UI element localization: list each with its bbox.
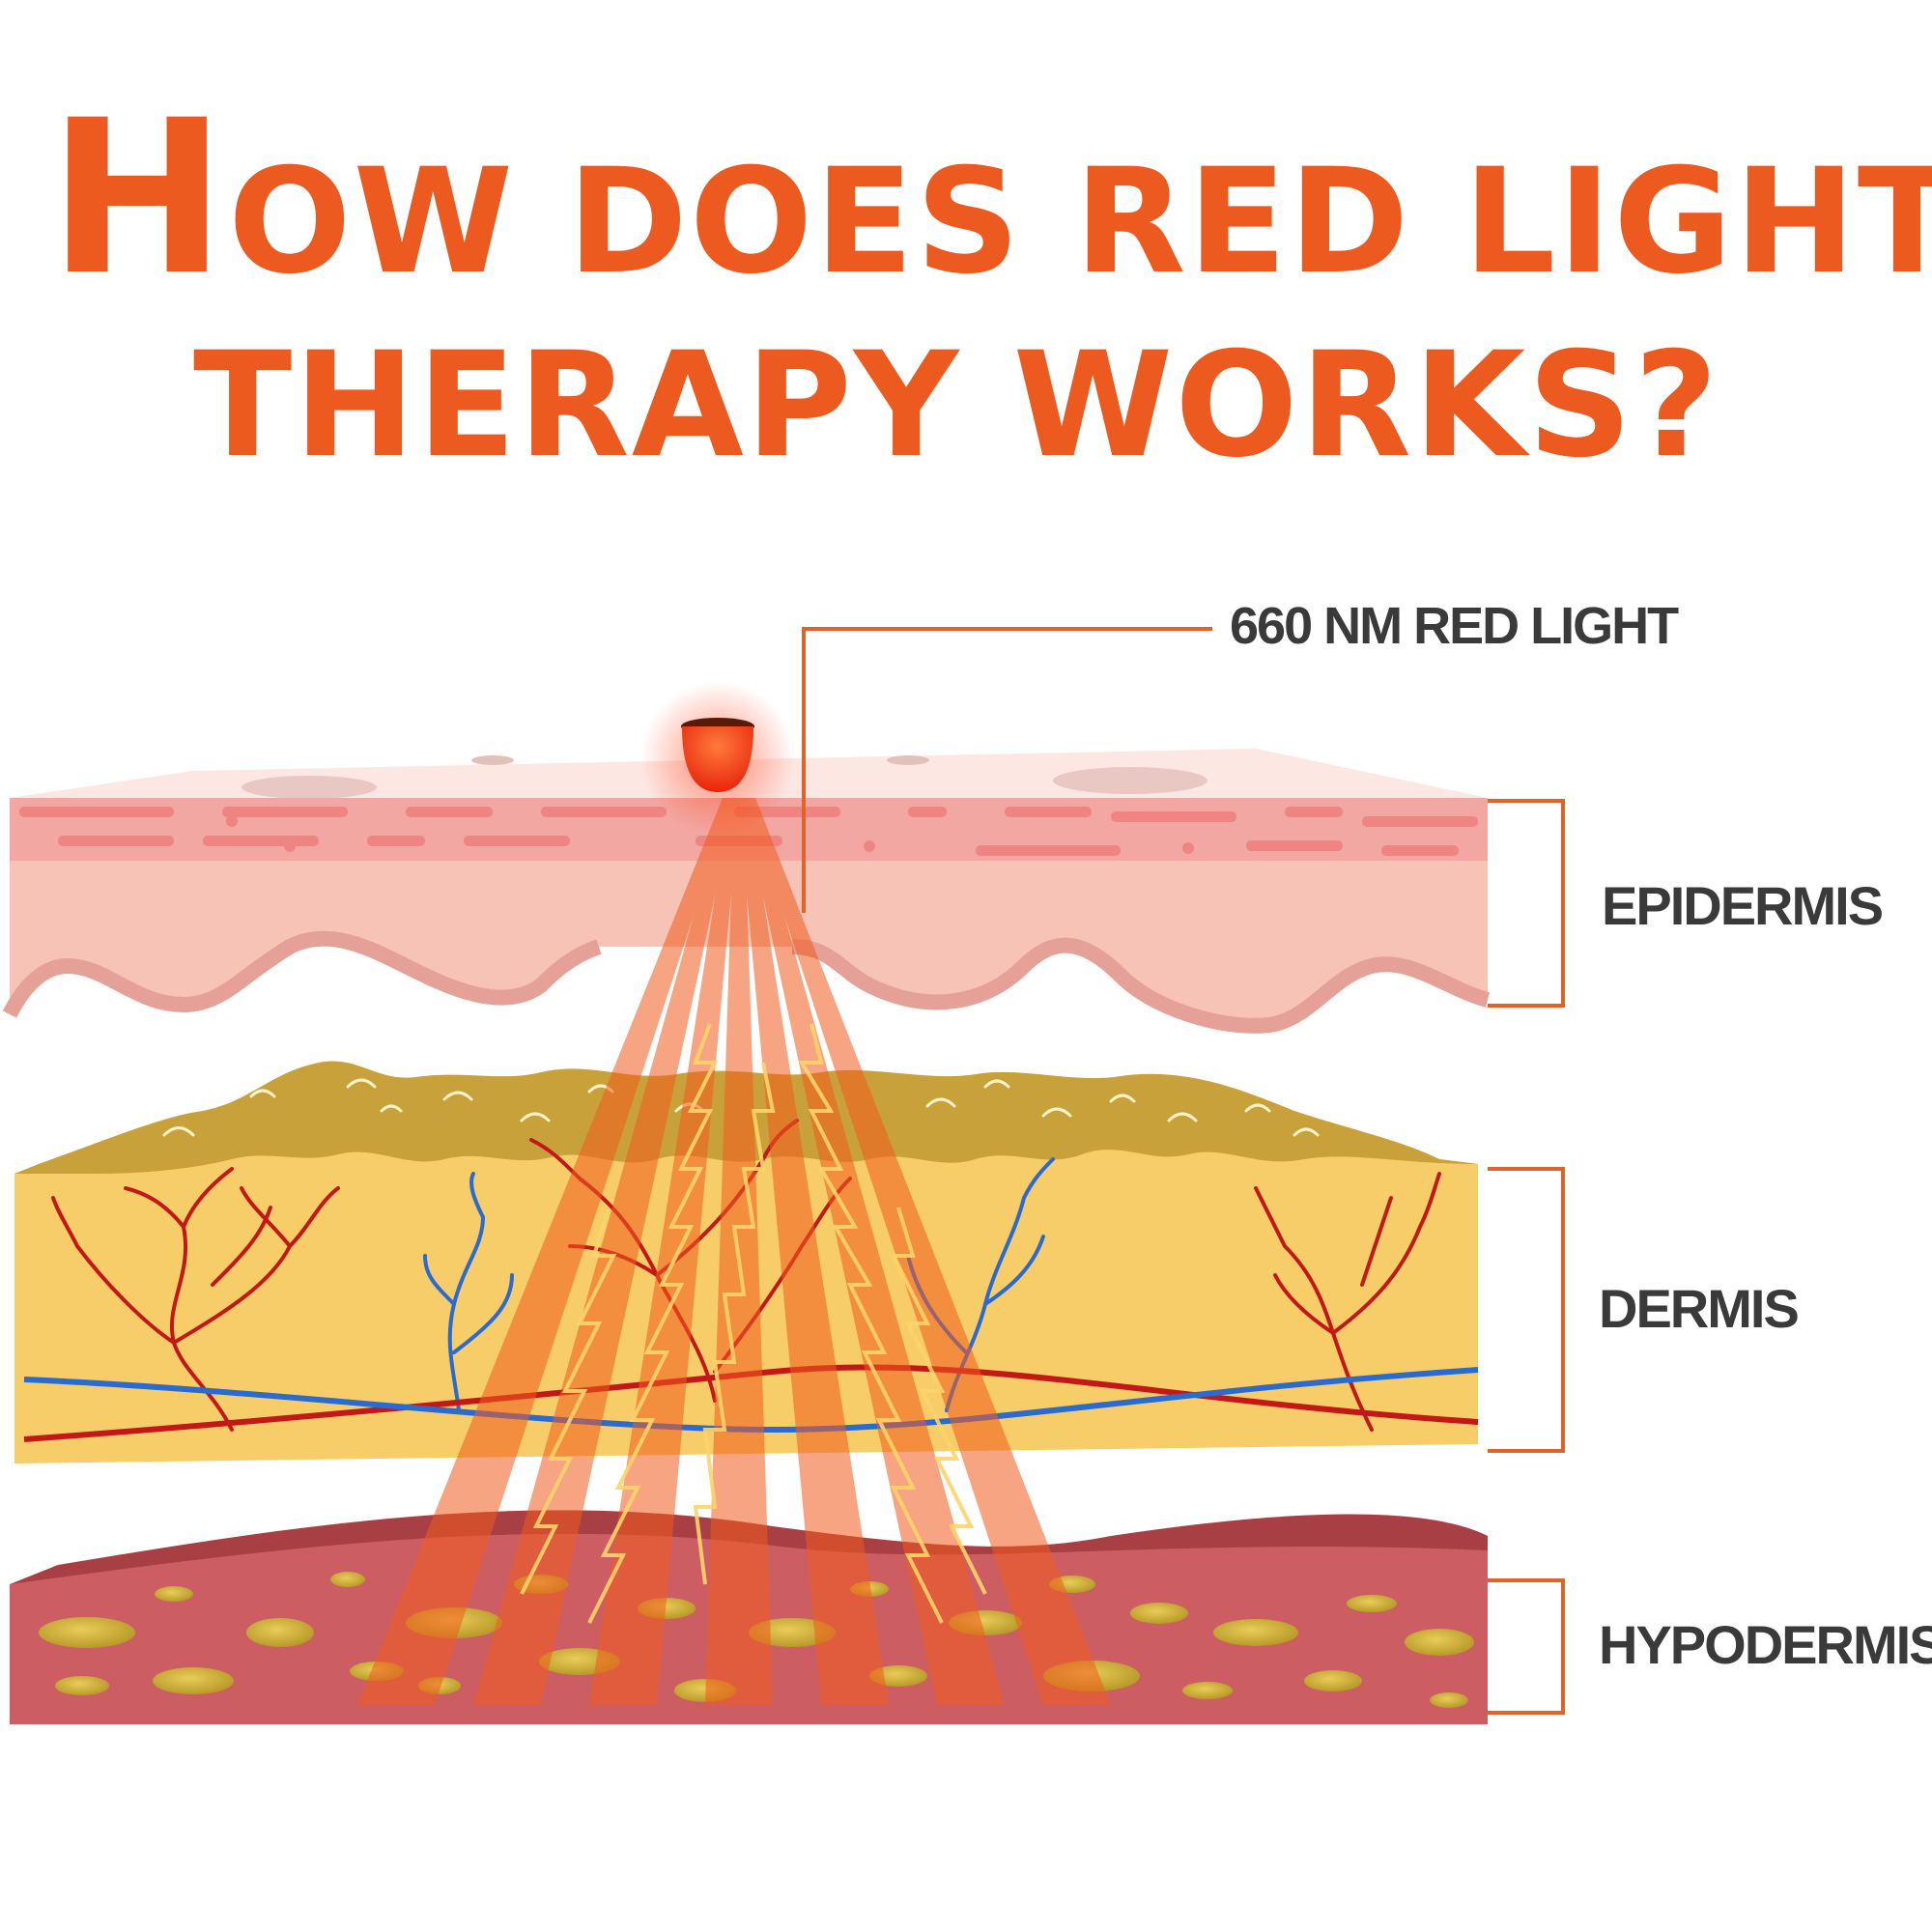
fat-cell — [39, 1617, 135, 1648]
skin-pore — [887, 755, 929, 765]
hypodermis-bracket — [1488, 1578, 1565, 1715]
fat-cell — [1430, 1692, 1468, 1708]
vein-vessel — [23, 1367, 1479, 1434]
light-leader-line — [802, 627, 1212, 913]
led-dome — [682, 726, 753, 792]
title-line-2: THERAPY WORKS? — [193, 322, 1720, 490]
skin-pore — [242, 776, 377, 799]
page-title: HOW DOES RED LIGHT THERAPY WORKS? — [48, 92, 1932, 497]
fat-cell — [1405, 1629, 1474, 1656]
epidermis-label: EPIDERMIS — [1602, 875, 1884, 936]
fat-cell — [330, 1572, 365, 1587]
fat-cell — [55, 1676, 109, 1695]
fat-cell — [246, 1618, 314, 1647]
fat-cell — [1347, 1595, 1397, 1612]
dermis-label: DERMIS — [1599, 1278, 1800, 1339]
title-line-1-rest: OW DOES RED LIGHT — [228, 138, 1932, 306]
title-line-1: HOW DOES RED LIGHT — [48, 92, 1932, 314]
light-label: 660 NM RED LIGHT — [1230, 597, 1679, 655]
fat-cell — [1130, 1603, 1188, 1624]
papilla-bumps — [162, 1078, 1320, 1137]
skin-pore — [1053, 767, 1208, 794]
light-wave-zigzags — [520, 1023, 987, 1624]
fat-cell — [1213, 1619, 1298, 1646]
fat-cell — [1304, 1670, 1362, 1691]
skin-pore — [471, 755, 514, 765]
hypodermis-label: HYPODERMIS — [1599, 1614, 1932, 1675]
dermis-bracket — [1488, 1167, 1565, 1453]
fat-cell — [1182, 1682, 1233, 1699]
fat-cell — [153, 1667, 234, 1694]
beam-rays — [357, 798, 1111, 1705]
epidermis-basal-edge — [2, 930, 1491, 1034]
venous-capillaries — [423, 1157, 1055, 1412]
annotation-lines — [802, 627, 1565, 1715]
epidermis-bracket — [1488, 799, 1565, 1008]
light-beams — [357, 798, 1111, 1705]
red-light-led — [640, 681, 795, 836]
title-initial: H — [48, 74, 229, 322]
fat-cell — [155, 1586, 193, 1602]
